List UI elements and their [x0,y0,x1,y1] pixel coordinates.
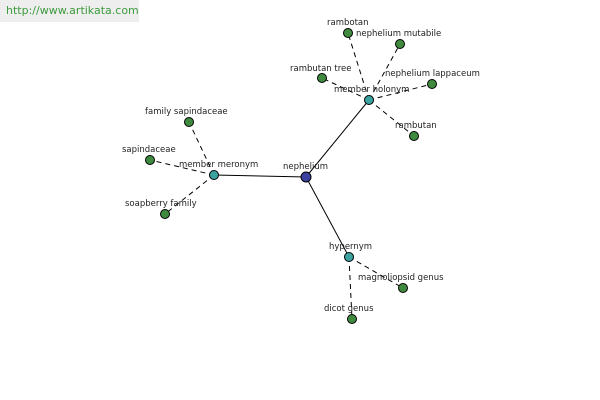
node-member-meronym[interactable]: member meronym [179,160,258,180]
node-nephelium[interactable]: nephelium [283,162,328,183]
node-rambutan-tree-dot[interactable] [317,73,327,83]
edge-nephelium-to-hypernym [305,176,350,258]
node-nephelium-mutabile-dot[interactable] [395,39,405,49]
node-nephelium-dot[interactable] [300,171,312,183]
node-nephelium-lappaceum-label[interactable]: nephelium lappaceum [385,69,480,79]
node-soapberry-family-dot[interactable] [160,209,170,219]
node-rambotan-label[interactable]: rambotan [327,18,369,28]
edge-member-holonym-to-rambutan [368,99,415,137]
node-rambutan-label[interactable]: rambutan [395,121,437,131]
node-hypernym[interactable]: hypernym [329,242,372,262]
node-family-sapindaceae[interactable]: family sapindaceae [145,107,228,127]
node-family-sapindaceae-label[interactable]: family sapindaceae [145,107,228,117]
site-url-banner[interactable]: http://www.artikata.com [0,0,139,22]
node-magnoliopsid-genus[interactable]: magnoliopsid genus [358,273,444,293]
node-nephelium-mutabile-label[interactable]: nephelium mutabile [356,29,441,39]
node-soapberry-family[interactable]: soapberry family [125,199,197,219]
edge-member-holonym-to-rambotan [347,32,370,101]
edges-layer [149,32,433,320]
node-magnoliopsid-genus-label[interactable]: magnoliopsid genus [358,273,444,283]
edge-nephelium-to-member-meronym [213,174,307,178]
node-member-holonym-label[interactable]: member holonym [334,85,409,95]
node-dicot-genus[interactable]: dicot genus [324,304,374,324]
edge-member-meronym-to-family-sapindaceae [188,121,215,176]
node-dicot-genus-label[interactable]: dicot genus [324,304,374,314]
edge-nephelium-to-member-holonym [305,99,370,178]
edge-member-holonym-to-nephelium-lappaceum [368,83,433,101]
node-rambutan-dot[interactable] [409,131,419,141]
node-soapberry-family-label[interactable]: soapberry family [125,199,197,209]
node-nephelium-label[interactable]: nephelium [283,162,328,172]
edge-hypernym-to-magnoliopsid-genus [348,256,404,289]
node-rambotan-dot[interactable] [343,28,353,38]
node-member-holonym-dot[interactable] [364,95,374,105]
edge-member-holonym-to-nephelium-mutabile [368,43,401,101]
node-nephelium-lappaceum[interactable]: nephelium lappaceum [385,69,480,89]
node-member-holonym[interactable]: member holonym [334,85,409,105]
node-sapindaceae[interactable]: sapindaceae [122,145,176,165]
edge-member-meronym-to-sapindaceae [149,159,215,176]
node-hypernym-label[interactable]: hypernym [329,242,372,252]
node-member-meronym-dot[interactable] [209,170,219,180]
node-nephelium-lappaceum-dot[interactable] [427,79,437,89]
node-sapindaceae-label[interactable]: sapindaceae [122,145,176,155]
node-dicot-genus-dot[interactable] [347,314,357,324]
node-rambutan-tree[interactable]: rambutan tree [290,64,352,83]
node-sapindaceae-dot[interactable] [145,155,155,165]
node-hypernym-dot[interactable] [344,252,354,262]
edge-member-meronym-to-soapberry-family [164,174,215,215]
node-rambutan-tree-label[interactable]: rambutan tree [290,64,352,74]
node-magnoliopsid-genus-dot[interactable] [398,283,408,293]
node-nephelium-mutabile[interactable]: nephelium mutabile [356,29,441,49]
nodes-layer: nephelium member holonym member meronym hyp… [122,18,480,324]
edge-hypernym-to-dicot-genus [348,256,353,320]
node-rambotan[interactable]: rambotan [327,18,369,38]
node-family-sapindaceae-dot[interactable] [184,117,194,127]
node-member-meronym-label[interactable]: member meronym [179,160,258,170]
node-rambutan[interactable]: rambutan [395,121,437,141]
